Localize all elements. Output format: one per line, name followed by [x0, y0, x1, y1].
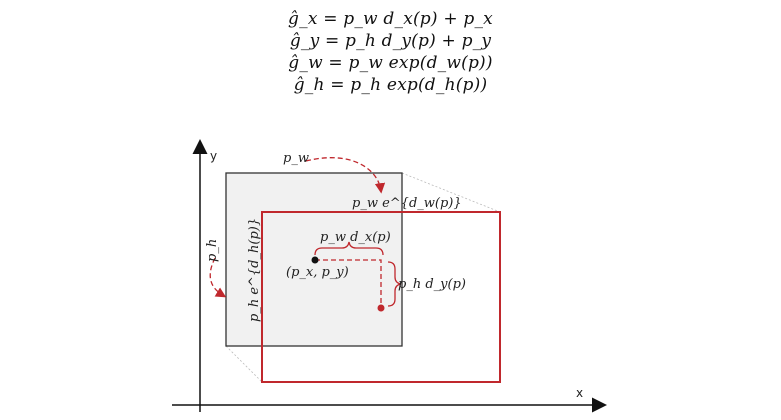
- x-axis-label: x: [576, 386, 583, 400]
- projection-line: [401, 172, 501, 213]
- predicted-box: [261, 211, 501, 383]
- label-dx: p_w d_x(p): [320, 230, 391, 245]
- equation-block: ĝ_x = p_w d_x(p) + p_x ĝ_y = p_h d_y(p) …: [0, 8, 781, 96]
- equation-gw: ĝ_w = p_w exp(d_w(p)): [288, 53, 493, 73]
- equation-gy: ĝ_y = p_h d_y(p) + p_y: [289, 31, 492, 51]
- dx-brace: [314, 241, 384, 256]
- pw-arrow: [305, 157, 386, 194]
- equation-gx: ĝ_x = p_w d_x(p) + p_x: [288, 9, 493, 29]
- equation-gh: ĝ_h = p_h exp(d_h(p)): [293, 75, 488, 95]
- label-center: (p_x, p_y): [286, 265, 349, 280]
- projection-line: [225, 345, 263, 383]
- label-width-pred: p_w e^{d_w(p)}: [352, 196, 462, 211]
- offset-path: [315, 259, 382, 306]
- label-ph: p_h: [205, 239, 220, 262]
- anchor-center-point: [311, 256, 319, 264]
- label-dy: p_h d_y(p): [398, 277, 466, 292]
- dy-brace: [387, 261, 402, 307]
- label-pw: p_w: [283, 151, 309, 166]
- predicted-center-point: [377, 304, 385, 312]
- ph-arrow: [209, 257, 227, 298]
- label-height-pred: p_h e^{d_h(p)}: [247, 218, 262, 322]
- y-axis-label: y: [210, 149, 217, 163]
